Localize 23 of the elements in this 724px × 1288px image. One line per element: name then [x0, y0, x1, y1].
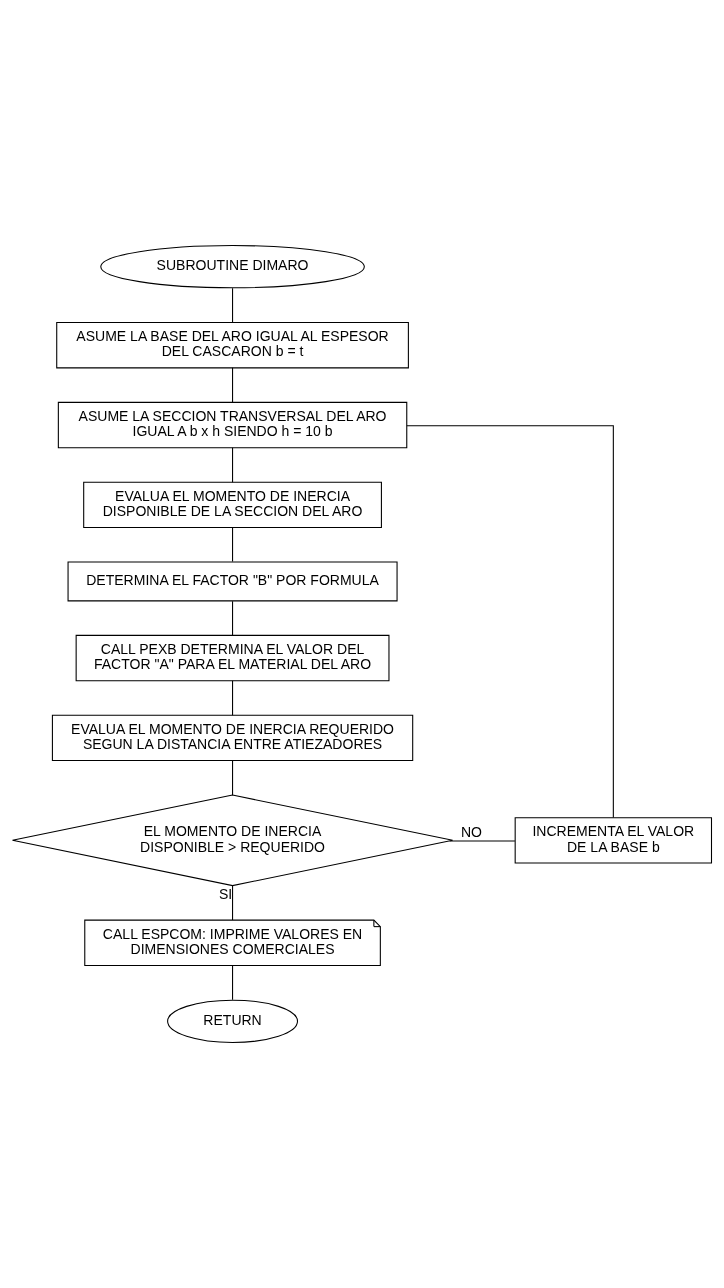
edge-label: SI: [218, 886, 233, 903]
connector: [232, 367, 234, 403]
node-box: INCREMENTA EL VALOR DE LA BASE b: [514, 817, 713, 864]
connector: [232, 287, 234, 323]
connector: [232, 527, 234, 563]
node-box: ASUME LA SECCION TRANSVERSAL DEL ARO IGUAL A b x h SIENDO h = 10 b: [57, 401, 408, 449]
node-ellipse: SUBROUTINE DIMARO: [100, 245, 365, 289]
node-box: ASUME LA BASE DEL ARO IGUAL AL ESPESOR DEL CASCARON b = t: [56, 322, 409, 369]
node-box: DETERMINA EL FACTOR "B" POR FORMULA: [67, 561, 398, 602]
node-box: EVALUA EL MOMENTO DE INERCIA DISPONIBLE DE LA SECCION DEL ARO: [83, 481, 382, 529]
connector: [232, 760, 234, 796]
node-diamond: EL MOMENTO DE INERCIA DISPONIBLE > REQUERIDO: [11, 794, 454, 887]
connector: [406, 425, 614, 818]
connector: [232, 965, 234, 1001]
connector: [232, 600, 234, 636]
node-ellipse: RETURN: [167, 999, 299, 1043]
connector: [232, 885, 234, 921]
connector: [232, 447, 234, 483]
connector: [232, 680, 234, 716]
connector: [449, 840, 516, 842]
node-box: CALL PEXB DETERMINA EL VALOR DEL FACTOR "A" PARA EL MATERIAL DEL ARO: [75, 634, 390, 682]
edge-label: NO: [460, 824, 482, 841]
node-box: EVALUA EL MOMENTO DE INERCIA REQUERIDO SEGUN LA DISTANCIA ENTRE ATIEZADORES: [51, 714, 414, 762]
